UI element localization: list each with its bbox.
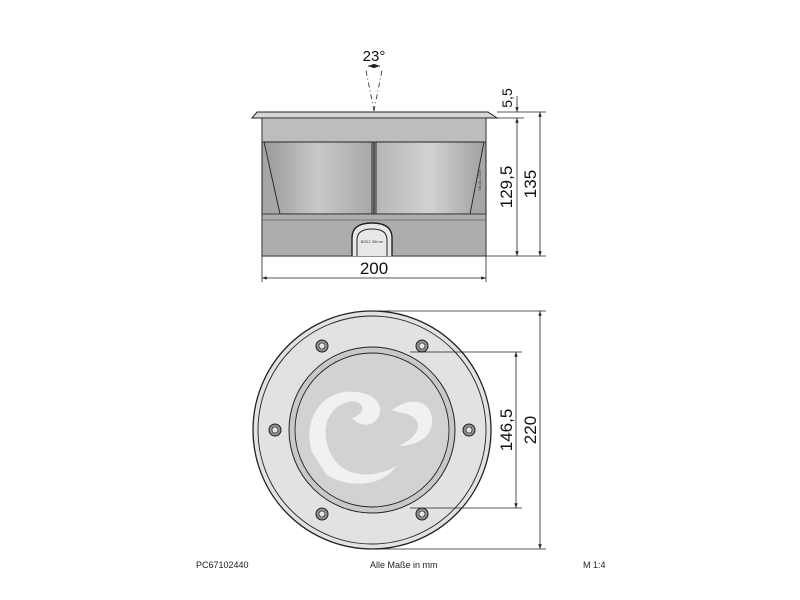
units-note: Alle Maße in mm [370, 560, 438, 570]
side-label: SE-GL-0029 [478, 169, 482, 191]
housing-panel-right [375, 141, 485, 215]
screw [315, 507, 329, 521]
screw [415, 339, 429, 353]
logo-watermark [309, 391, 433, 484]
body-height-value: 129,5 [497, 166, 516, 209]
flange [250, 111, 499, 119]
side-view: BG02 30mm SE-GL-0029 [250, 111, 499, 257]
top-view [252, 310, 492, 550]
cable-gland-label: BG02 30mm [361, 240, 384, 244]
top-dimensions [372, 310, 546, 550]
screw [268, 423, 282, 437]
flange-height-value: 5,5 [499, 88, 515, 108]
width-value: 200 [360, 259, 388, 278]
screw [462, 423, 476, 437]
screw [315, 339, 329, 353]
screw [415, 507, 429, 521]
scale-label: M 1:4 [583, 560, 606, 570]
beam-angle-indicator: 23° [363, 48, 386, 112]
housing-panel-left [263, 141, 373, 215]
total-height-value: 135 [521, 170, 540, 198]
housing-top-band [261, 117, 487, 143]
screws [268, 339, 476, 521]
product-code: PC67102440 [196, 560, 249, 570]
outer-diameter-value: 220 [521, 416, 540, 444]
inner-diameter-value: 146,5 [497, 409, 516, 452]
side-dimensions [261, 96, 546, 282]
beam-angle-value: 23° [363, 48, 386, 65]
